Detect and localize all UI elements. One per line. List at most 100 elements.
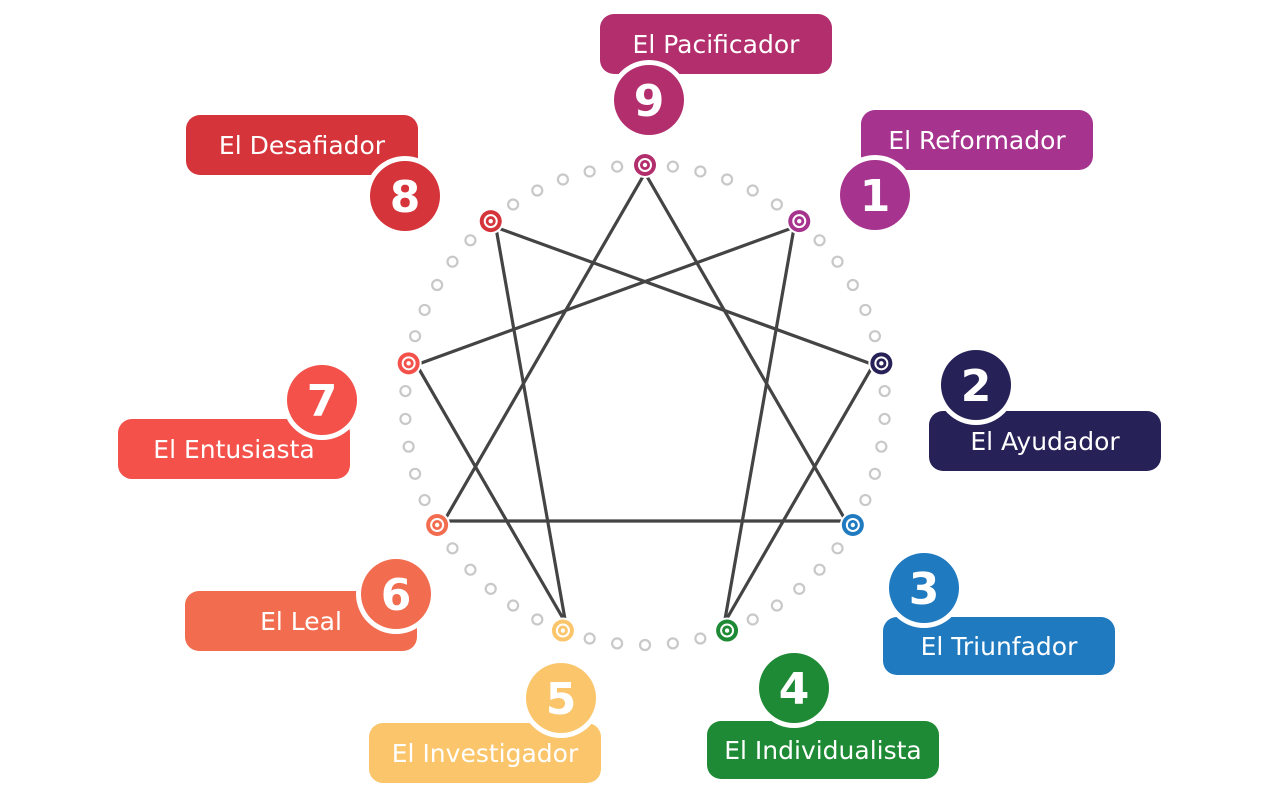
type-3-number-badge — [889, 553, 959, 623]
node-center — [797, 218, 802, 224]
ring-dot — [720, 173, 734, 186]
type-2-number-badge — [941, 350, 1011, 420]
ring-dot — [831, 255, 844, 268]
type-2-label-box — [929, 411, 1161, 471]
ring-node-4 — [714, 617, 741, 644]
node-ring — [430, 518, 445, 532]
ring-dot — [813, 563, 826, 576]
type-5-name: El Investigador — [392, 739, 579, 768]
ring-dot — [556, 173, 570, 186]
type-2-name: El Ayudador — [970, 427, 1120, 456]
ring-node-3 — [839, 512, 866, 538]
node-ring — [555, 623, 570, 638]
ring-dot — [402, 440, 415, 453]
ring-dot — [408, 467, 422, 480]
ring-dot — [770, 198, 783, 211]
type-3-number: 3 — [909, 564, 940, 615]
node-center — [850, 522, 856, 528]
type-8-number-badge — [370, 161, 440, 231]
type-7-number: 7 — [307, 376, 338, 427]
node-ring — [845, 518, 860, 532]
type-1-number-badge — [840, 160, 910, 230]
ring-dot — [666, 637, 679, 650]
hexad-line — [414, 224, 876, 624]
type-3-name: El Triunfador — [921, 632, 1078, 661]
ring-dot — [583, 632, 596, 645]
ring-dot — [846, 278, 859, 292]
ring-dot — [507, 198, 520, 211]
node-center — [434, 522, 440, 528]
type-8-number: 8 — [390, 172, 421, 223]
type-8-name: El Desafiador — [219, 131, 386, 160]
type-3-label-box — [883, 617, 1115, 675]
type-9-name: El Pacificador — [633, 30, 801, 59]
ring-dot — [770, 599, 783, 612]
type-7-label-box — [118, 419, 350, 479]
type-7-label-group: El Entusiasta 7 — [118, 360, 362, 479]
type-7-number-badge — [287, 365, 357, 435]
node-center — [488, 218, 493, 224]
ring-dot — [531, 184, 544, 197]
ring-dot — [793, 582, 806, 595]
ring-dot — [694, 632, 707, 645]
ring-node-6 — [424, 512, 451, 538]
ring-dot — [464, 563, 477, 576]
ring-dot — [484, 582, 497, 595]
ring-dot — [868, 330, 882, 343]
ring-dot — [418, 303, 431, 317]
inner-triangle-line — [441, 169, 849, 523]
ring-dot — [531, 613, 544, 626]
node-center — [642, 162, 648, 168]
type-8-label-box — [186, 115, 418, 175]
node-ring — [638, 158, 652, 172]
ring-dot — [878, 384, 891, 398]
ring-dot — [694, 165, 707, 178]
ring-node-7 — [395, 350, 422, 377]
ring-dot — [638, 638, 652, 652]
ring-dot — [611, 160, 624, 173]
type-9-label-box — [600, 14, 832, 74]
node-ring — [720, 623, 735, 638]
type-6-name: El Leal — [260, 607, 342, 636]
ring-dot — [446, 542, 459, 555]
ring-dot — [431, 278, 444, 292]
type-1-number: 1 — [860, 171, 891, 222]
ring-dot — [418, 493, 431, 507]
type-6-number: 6 — [381, 570, 412, 621]
type-6-number-badge — [361, 559, 431, 629]
type-1-name: El Reformador — [888, 126, 1066, 155]
node-center — [724, 628, 730, 633]
type-1-label-group: El Reformador 1 — [835, 110, 1093, 235]
ring-dot — [831, 542, 844, 555]
ring-dot — [746, 613, 759, 626]
ring-dot — [408, 330, 422, 343]
ring-dot — [813, 234, 826, 247]
ring-dot — [446, 255, 459, 268]
type-5-number-badge — [526, 663, 596, 733]
type-1-label-box — [861, 110, 1093, 170]
type-5-label-box — [369, 723, 601, 783]
ring-dots — [399, 160, 891, 652]
node-center — [560, 628, 566, 633]
type-6-label-group: El Leal 6 — [185, 554, 436, 651]
ring-dot — [868, 467, 882, 480]
ring-dot — [666, 160, 679, 173]
ring-node-5 — [549, 617, 576, 644]
type-7-name: El Entusiasta — [153, 435, 314, 464]
ring-node-9 — [632, 152, 658, 178]
node-ring — [401, 356, 416, 371]
type-4-number: 4 — [779, 664, 810, 715]
ring-dot — [875, 440, 888, 453]
connection-lines — [414, 169, 876, 624]
ring-dot — [611, 637, 624, 650]
type-4-number-badge — [759, 653, 829, 723]
ring-dot — [859, 493, 872, 507]
node-center — [406, 361, 411, 366]
ring-nodes — [395, 152, 895, 644]
